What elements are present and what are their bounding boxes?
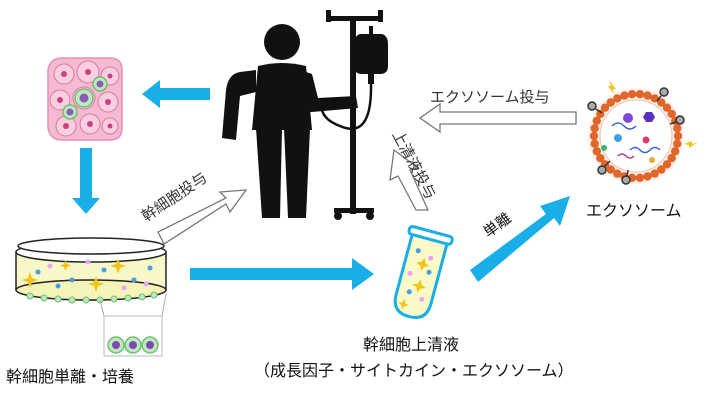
- membrane-bead: [592, 116, 601, 126]
- membrane-bead: [667, 109, 676, 119]
- membrane-bead: [592, 147, 601, 156]
- membrane-bead: [600, 103, 610, 112]
- membrane-bead: [606, 98, 615, 107]
- label-stem-cell-isolation-culture: 幹細胞単離・培養: [6, 367, 134, 386]
- arrow-supernatant-admin: [389, 148, 430, 211]
- membrane-bead: [643, 172, 652, 181]
- membrane-bead: [643, 91, 652, 100]
- exosome-icon: [587, 80, 698, 185]
- membrane-bead: [590, 139, 599, 148]
- membrane-bead: [635, 90, 645, 99]
- tissue-icon: [47, 57, 123, 141]
- label-stem-cell-supernatant: 幹細胞上清液: [363, 335, 459, 354]
- arrow-stemcell-admin: [157, 189, 248, 245]
- blue-arrows: [72, 80, 570, 290]
- label-supernatant-contents: （成長因子・サイトカイン・エクソソーム）: [254, 361, 574, 380]
- membrane-bead: [650, 169, 659, 178]
- cell-strip-icon: [103, 315, 163, 357]
- outline-arrows: [157, 102, 577, 245]
- membrane-bead: [662, 160, 672, 169]
- membrane-bead: [673, 131, 683, 141]
- arrow-exosome-admin: [418, 102, 577, 134]
- membrane-bead: [671, 147, 680, 156]
- membrane-bead: [662, 103, 672, 112]
- membrane-bead: [673, 124, 682, 133]
- patient-iv-icon: [222, 10, 388, 220]
- membrane-bead: [657, 165, 666, 174]
- label-exosome-administration: エクソソーム投与: [430, 88, 550, 106]
- arrow-dish-to-tube: [190, 258, 374, 290]
- arrow-patient-to-tissue: [142, 80, 210, 108]
- membrane-bead: [635, 173, 645, 182]
- membrane-bead: [627, 90, 637, 99]
- zoom-lines: [99, 293, 167, 317]
- membrane-bead: [620, 91, 629, 100]
- label-exosome: エクソソーム: [586, 201, 682, 220]
- membrane-bead: [613, 94, 622, 103]
- membrane-bead: [596, 153, 605, 163]
- petri-dish-icon: [15, 237, 167, 304]
- membrane-bead: [613, 169, 622, 178]
- label-isolation: 単離: [480, 209, 515, 241]
- test-tube-icon: [393, 225, 454, 319]
- membrane-bead: [657, 98, 666, 107]
- arrow-tissue-to-dish: [72, 148, 100, 214]
- membrane-bead: [673, 139, 682, 148]
- membrane-bead: [590, 124, 599, 133]
- membrane-bead: [589, 131, 599, 141]
- membrane-bead: [596, 109, 605, 119]
- arrow-tube-to-exosome: [470, 196, 570, 282]
- membrane-bead: [667, 153, 676, 163]
- membrane-bead: [606, 165, 615, 174]
